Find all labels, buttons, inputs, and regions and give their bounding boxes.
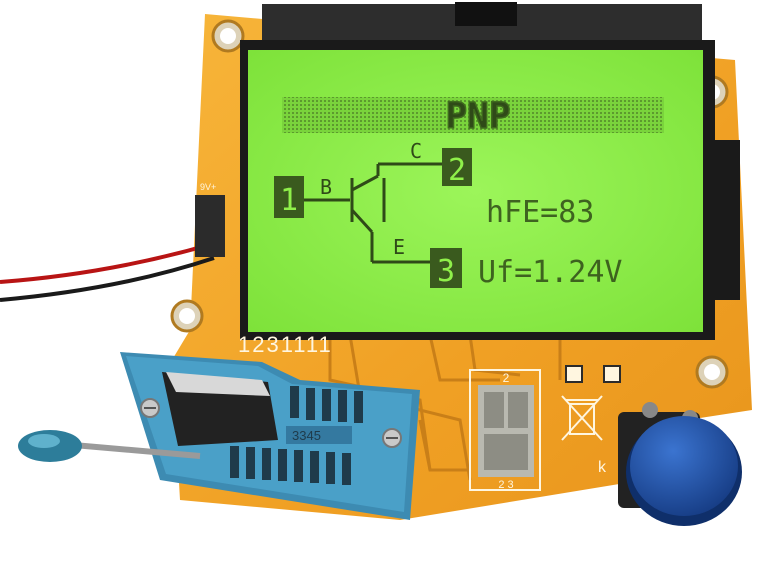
square-pad — [603, 365, 621, 383]
hfe-reading: hFE=83 — [486, 195, 594, 230]
pin-3-box — [430, 248, 462, 288]
pin-numbers: 1231111 — [238, 332, 333, 357]
test-pads: 2 2 3 — [469, 369, 541, 491]
pad-label-bottom: 2 3 — [498, 479, 513, 491]
zif-lever[interactable] — [18, 430, 201, 462]
emitter-label: E — [393, 235, 405, 259]
lcd-screen — [248, 50, 703, 332]
socket-text: 3345 — [292, 428, 321, 443]
pin-1-label: 1 — [280, 183, 298, 218]
pin-2-box — [442, 148, 472, 186]
zif-socket: 3345 — [120, 352, 420, 520]
lcd-content: PNP 1 2 3 C B E hFE=83 Uf=1.24V — [274, 95, 664, 290]
transistor-symbol — [304, 162, 442, 264]
pad-label-top: 2 — [503, 371, 510, 385]
pin-1-box — [274, 176, 304, 218]
pin-3-label: 3 — [437, 254, 455, 289]
title-bar — [282, 97, 664, 133]
base-label: B — [320, 175, 332, 199]
uf-reading: Uf=1.24V — [478, 255, 623, 290]
k-label: k — [598, 459, 607, 476]
socket-slots — [230, 386, 363, 485]
weee-bin-icon — [561, 395, 603, 441]
transistor-type: PNP — [445, 96, 510, 137]
battery-wires: 9V+ — [0, 182, 225, 302]
square-pad — [565, 365, 583, 383]
test-push-button[interactable] — [618, 402, 742, 526]
power-label: 9V+ — [200, 182, 216, 192]
pin-2-label: 2 — [448, 153, 466, 188]
collector-label: C — [410, 139, 422, 163]
